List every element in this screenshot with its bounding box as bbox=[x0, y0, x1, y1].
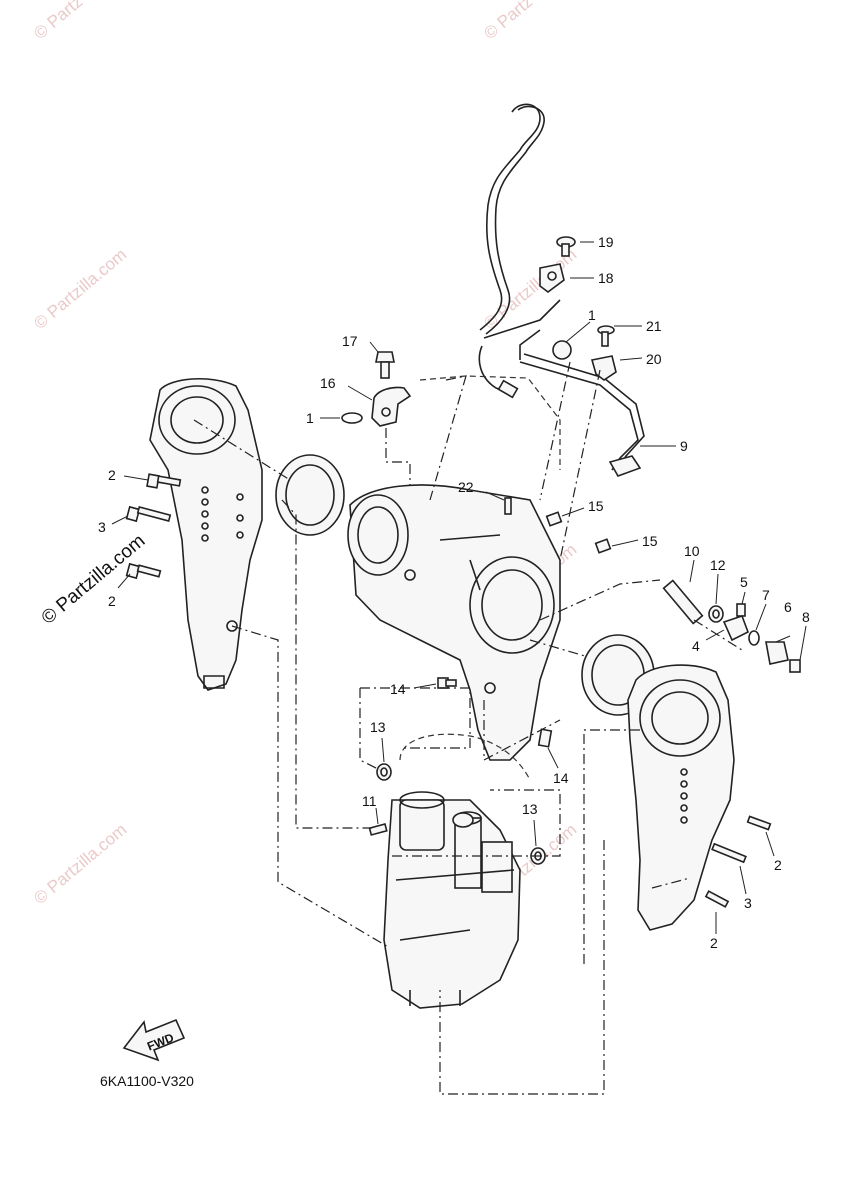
washer-12 bbox=[708, 605, 724, 623]
bracket-4 bbox=[722, 614, 750, 642]
fwd-arrow-icon bbox=[122, 1018, 186, 1062]
callout-labels: 19 18 1 21 20 9 17 16 1 2 3 2 22 15 15 1… bbox=[98, 234, 810, 951]
callout-2-left-top: 2 bbox=[108, 467, 116, 483]
grommet-1-right bbox=[552, 340, 572, 360]
bolt-8 bbox=[789, 659, 801, 673]
screw-5 bbox=[736, 603, 746, 617]
assembly-line-17 bbox=[385, 428, 411, 580]
clamp-20 bbox=[590, 355, 617, 381]
watermark-upper-left: © Partzilla.com bbox=[30, 245, 130, 333]
screw-21 bbox=[597, 325, 615, 347]
bolt-2-left-top bbox=[146, 473, 182, 489]
callout-3-left: 3 bbox=[98, 519, 106, 535]
bolt-3-left bbox=[125, 505, 172, 523]
callout-15-bottom: 15 bbox=[642, 533, 658, 549]
pin-10 bbox=[662, 579, 704, 625]
leader-lines bbox=[111, 241, 807, 934]
callout-21: 21 bbox=[646, 318, 662, 334]
callout-12: 12 bbox=[710, 557, 726, 573]
bolt-2-right-bottom bbox=[704, 890, 730, 908]
callout-1-right: 1 bbox=[588, 307, 596, 323]
assembly-lines bbox=[193, 361, 743, 1095]
callout-22: 22 bbox=[458, 479, 474, 495]
bolt-14-left bbox=[437, 677, 457, 689]
watermark-lower-left: © Partzilla.com bbox=[30, 820, 130, 908]
bolt-17 bbox=[375, 351, 395, 379]
washer-7 bbox=[748, 630, 760, 646]
callout-14-left: 14 bbox=[390, 681, 406, 697]
lead-wire bbox=[519, 329, 645, 477]
callout-16: 16 bbox=[320, 375, 336, 391]
callout-6: 6 bbox=[784, 599, 792, 615]
holder-16 bbox=[371, 386, 412, 427]
callout-17: 17 bbox=[342, 333, 358, 349]
callout-8: 8 bbox=[802, 609, 810, 625]
bolt-2-left-bottom bbox=[125, 562, 162, 580]
bolt-19 bbox=[556, 236, 576, 257]
plate-6 bbox=[765, 641, 789, 665]
watermark-top-center: © Partz bbox=[480, 0, 536, 43]
watermark-top-left: © Partz bbox=[30, 0, 86, 43]
nut-15-top bbox=[545, 511, 563, 527]
left-clamp-bracket bbox=[149, 377, 263, 691]
bushing-left bbox=[275, 454, 345, 536]
bolt-14-right bbox=[537, 728, 553, 748]
callout-9: 9 bbox=[680, 438, 688, 454]
watermarks: © Partz © Partz © Partzilla.com © Partzi… bbox=[30, 0, 580, 908]
bolt-3-right bbox=[711, 842, 747, 864]
callout-13-right: 13 bbox=[522, 801, 538, 817]
clip-1-left bbox=[341, 412, 363, 424]
watermark-mid-left: © Partzilla.com bbox=[38, 530, 150, 628]
callout-11: 11 bbox=[362, 793, 377, 809]
callout-14-right: 14 bbox=[553, 770, 569, 786]
callout-13-left: 13 bbox=[370, 719, 386, 735]
swivel-bracket bbox=[347, 375, 561, 761]
callout-18: 18 bbox=[598, 270, 614, 286]
callout-3-right: 3 bbox=[744, 895, 752, 911]
callout-4: 4 bbox=[692, 638, 700, 654]
callout-1-left: 1 bbox=[306, 410, 314, 426]
callout-5: 5 bbox=[740, 574, 748, 590]
callout-7: 7 bbox=[762, 587, 770, 603]
nut-15-bottom bbox=[594, 538, 612, 554]
callout-10: 10 bbox=[684, 543, 700, 559]
pin-11 bbox=[368, 823, 388, 836]
watermark-upper-center: © Partzilla.com bbox=[480, 245, 580, 333]
trim-sensor-lead bbox=[478, 103, 561, 399]
bushing-13-left bbox=[376, 763, 392, 781]
forward-direction-indicator: FWD bbox=[122, 1018, 186, 1062]
callout-15-top: 15 bbox=[588, 498, 604, 514]
callout-20: 20 bbox=[646, 351, 662, 367]
bolt-2-right-top bbox=[746, 815, 772, 831]
clamp-18 bbox=[539, 263, 565, 293]
right-clamp-bracket bbox=[627, 664, 735, 931]
callout-2-left-bottom: 2 bbox=[108, 593, 116, 609]
diagram-code: 6KA1100-V320 bbox=[100, 1073, 194, 1089]
callout-19: 19 bbox=[598, 234, 614, 250]
callout-2-right-top: 2 bbox=[774, 857, 782, 873]
callout-2-right-bottom: 2 bbox=[710, 935, 718, 951]
power-trim-tilt-unit bbox=[383, 733, 531, 1009]
pin-22 bbox=[504, 497, 512, 515]
